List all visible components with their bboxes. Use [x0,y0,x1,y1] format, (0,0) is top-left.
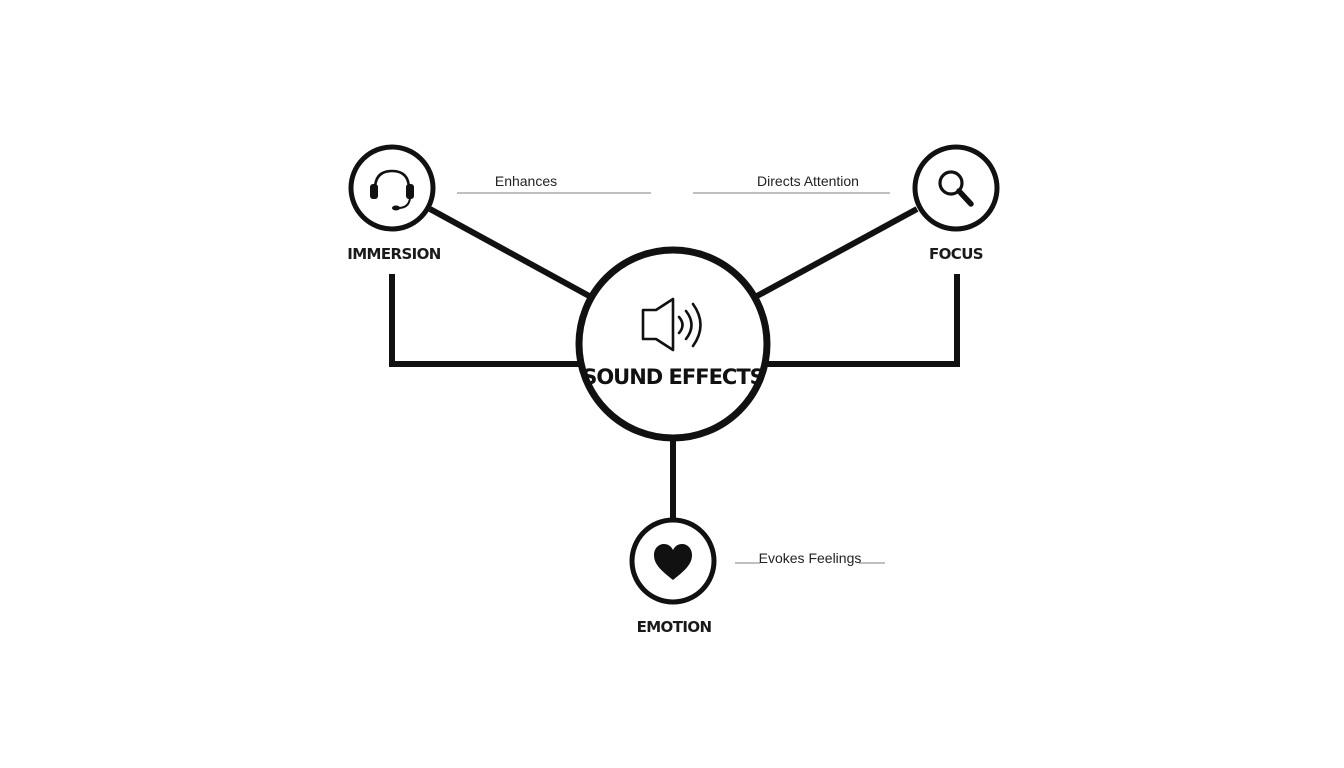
connector-focus-diagonal [755,206,919,299]
node-immersion-label: IMMERSION [347,245,441,263]
node-immersion: IMMERSION [347,144,441,263]
magnifying-glass-icon [938,170,974,207]
annotation-lines [457,192,890,564]
node-focus: FOCUS [912,144,1000,263]
connector-focus-bracket [767,274,960,367]
node-emotion: EMOTION [629,517,717,636]
edge-label-enhances: Enhances [495,173,557,189]
node-emotion-label: EMOTION [637,618,712,636]
connector-immersion-bracket [389,274,579,367]
node-immersion-circle [348,144,436,232]
edge-label-evokes-feelings: Evokes Feelings [759,550,862,566]
node-focus-label: FOCUS [929,245,983,263]
center-node: SOUND EFFECTS [575,246,771,442]
heart-icon [654,544,692,580]
node-focus-circle [912,144,1000,232]
headset-icon [370,169,414,211]
connectors [389,206,960,520]
connector-immersion-diagonal [428,206,593,300]
center-node-label: SOUND EFFECTS [582,365,764,389]
edge-label-directs-attention: Directs Attention [757,173,859,189]
speaker-icon [641,297,702,352]
